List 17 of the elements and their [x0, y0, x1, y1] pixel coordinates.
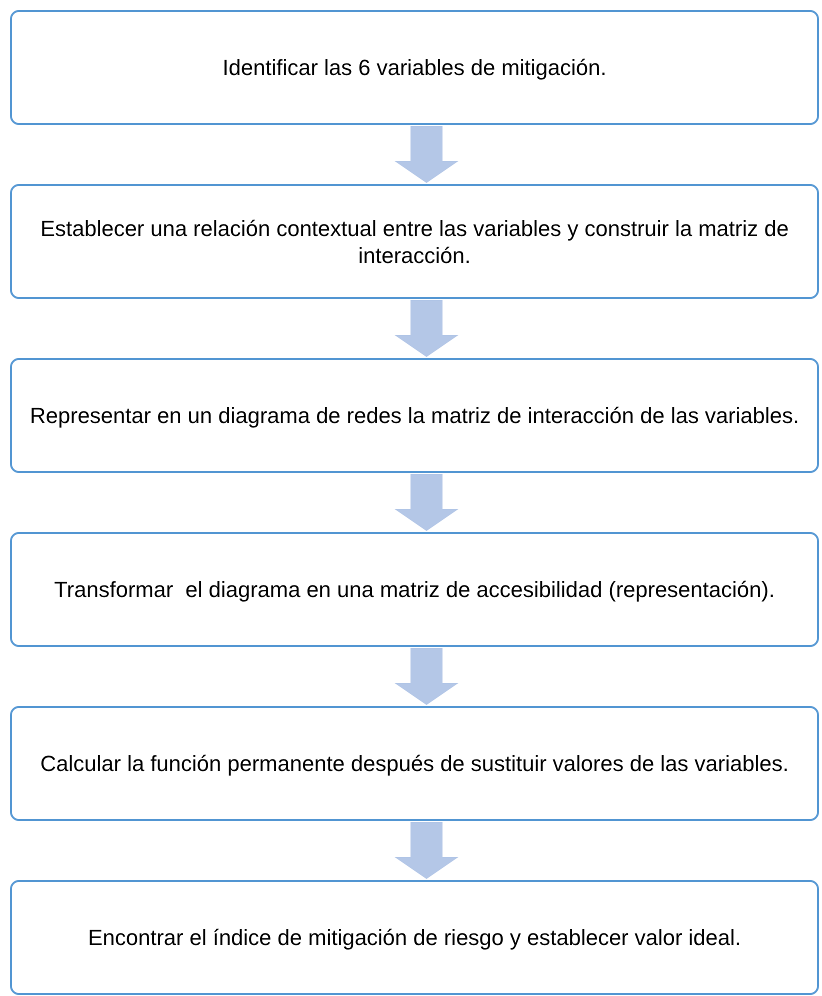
process-box	[10, 10, 819, 125]
process-box	[10, 706, 819, 821]
step-text: Representar en un diagrama de redes la matriz de interacción de las variables.	[30, 402, 800, 429]
process-box	[10, 184, 819, 299]
arrow	[394, 300, 458, 357]
process-box	[10, 880, 819, 995]
step-text: Establecer una relación contextual entre las variables y construir la matriz de interacción.	[39, 214, 790, 268]
process-box	[10, 532, 819, 647]
step-text: Identificar las 6 variables de mitigación.	[222, 54, 606, 81]
arrow	[394, 474, 458, 531]
arrow	[394, 648, 458, 705]
arrow	[394, 126, 458, 183]
process-box	[10, 358, 819, 473]
step-text: Transformar el diagrama en una matriz de accesibilidad (representación).	[54, 576, 775, 603]
step-text: Calcular la función permanente después de sustituir valores de las variables.	[40, 750, 789, 777]
step-text: Encontrar el índice de mitigación de riesgo y establecer valor ideal.	[88, 924, 742, 951]
arrow	[394, 822, 458, 879]
